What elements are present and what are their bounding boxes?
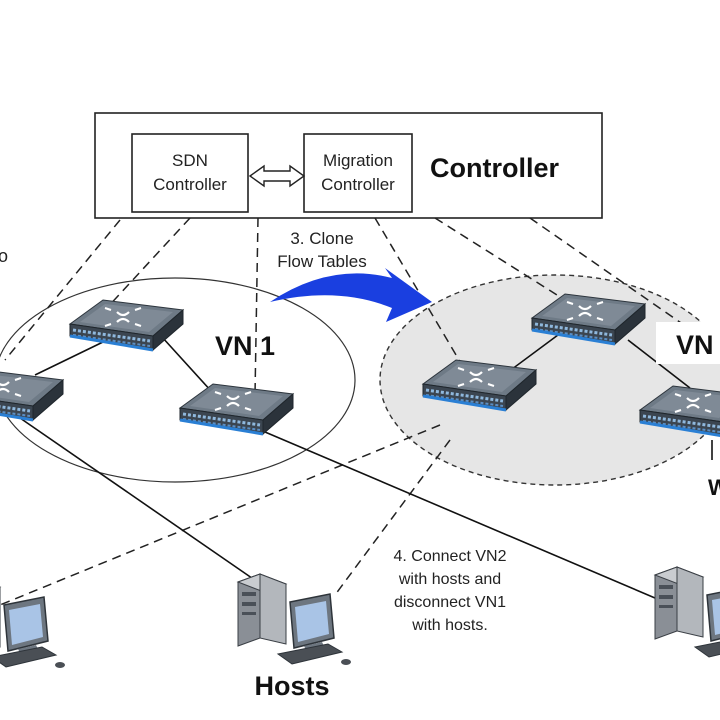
vn1-ellipse	[0, 277, 356, 483]
clone-step-label-2: Flow Tables	[277, 252, 366, 271]
sdn-controller-box	[131, 133, 249, 213]
double-arrow-icon	[248, 164, 306, 188]
desktop-computer-icon	[0, 576, 66, 669]
connect-step-label-1: 4. Connect VN2	[394, 548, 507, 565]
vn2-ellipse	[379, 274, 720, 486]
sdn-controller-label-2: Controller	[153, 175, 227, 194]
migration-controller-label-2: Controller	[321, 175, 395, 194]
connect-step-label-3: disconnect VN1	[394, 594, 506, 611]
network-switch-icon	[178, 382, 295, 436]
migration-controller-label-1: Migration	[323, 151, 393, 170]
clone-step-label-1: 3. Clone	[290, 229, 353, 248]
connect-step-label-4: with hosts.	[411, 617, 488, 634]
sdn-controller-label-1: SDN	[172, 151, 208, 170]
network-switch-icon	[0, 368, 65, 422]
cut-left-text: o	[0, 246, 8, 266]
hosts-label: Hosts	[254, 671, 329, 701]
vn2-label: VN	[676, 330, 714, 360]
controller-title: Controller	[430, 153, 559, 183]
vn2-label-backdrop	[656, 322, 720, 364]
vn1-label: VN 1	[215, 331, 275, 361]
connect-step-label-2: with hosts and	[398, 571, 501, 588]
curved-arrow-icon	[270, 268, 432, 322]
migration-controller-box	[303, 133, 413, 213]
desktop-computer-icon	[654, 566, 720, 659]
topology-links	[19, 331, 713, 599]
desktop-computer-icon	[237, 573, 352, 666]
control-links	[0, 217, 720, 606]
cut-right-text: W	[708, 475, 720, 500]
